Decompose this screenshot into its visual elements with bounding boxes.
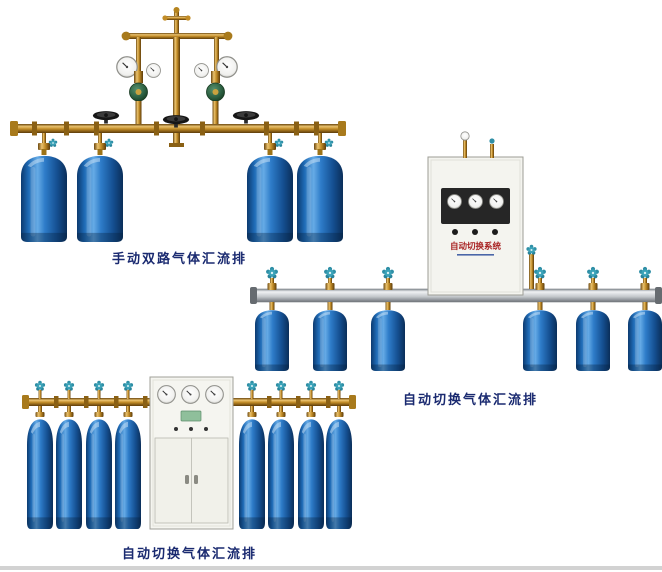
- pressure-gauge: [194, 63, 209, 78]
- gas-cylinder-body: [86, 419, 112, 529]
- panel-gauge: [489, 194, 504, 209]
- control-cabinet: 自动切换系统: [427, 156, 524, 296]
- manifold-center-pipe: [173, 37, 180, 126]
- bottom-divider: [0, 566, 662, 570]
- cylinder-station: [628, 266, 662, 371]
- panel-knob: [492, 229, 498, 235]
- cylinder-station: [86, 380, 112, 529]
- cylinder-station: [27, 380, 53, 529]
- gas-cylinder-body: [326, 419, 352, 529]
- manual-dual-manifold-illustration: [10, 7, 346, 242]
- gas-cylinder-body: [77, 155, 123, 242]
- cylinder-station: [56, 380, 82, 529]
- gas-cylinder-body: [56, 419, 82, 529]
- cylinder-valve-wheel: [93, 380, 105, 391]
- door-handle: [185, 475, 189, 484]
- inlet-valve-wheel: [526, 244, 537, 255]
- cylinder-station: [115, 380, 141, 529]
- cylinder-valve-wheel: [48, 138, 58, 147]
- cylinder-station: [371, 266, 405, 371]
- cylinder-valve-wheel: [587, 266, 599, 279]
- cylinder-valve-wheel: [639, 266, 651, 279]
- auto-switch-rail-illustration: 自动切换系统: [250, 131, 662, 371]
- manifold-top-bar: [121, 31, 233, 41]
- cabinet-top-valves: [460, 131, 495, 158]
- cylinder-valve-wheel: [305, 380, 317, 391]
- left-drop-pipe: [136, 37, 141, 71]
- cylinder-station: [576, 266, 610, 371]
- cabinet-display: [180, 410, 202, 422]
- caption-auto-switch-rail: 自动切换气体汇流排: [403, 393, 539, 408]
- cylinder-valve-wheel: [534, 266, 546, 279]
- cabinet-knob: [189, 427, 193, 431]
- gas-cylinder-body: [255, 310, 289, 371]
- cabinet-gauge: [205, 385, 224, 404]
- gas-cylinder: [77, 133, 123, 242]
- right-drop-pipe: [214, 37, 219, 71]
- manifold-top-inlet: [162, 7, 191, 36]
- gas-cylinder-body: [268, 419, 294, 529]
- cylinder-station: [268, 380, 294, 529]
- cabinet-gauge: [181, 385, 200, 404]
- panel-gauge: [468, 194, 483, 209]
- gas-cylinder: [247, 133, 293, 242]
- panel-knob: [472, 229, 478, 235]
- gas-cylinder-body: [21, 155, 67, 242]
- mini-gauge: [460, 131, 470, 141]
- gas-cylinder-body: [523, 310, 557, 371]
- cabinet-knob: [174, 427, 178, 431]
- panel-gauge: [447, 194, 462, 209]
- cabinet-gauge: [157, 385, 176, 404]
- gas-cylinder-body: [115, 419, 141, 529]
- gas-cylinder-body: [239, 419, 265, 529]
- cylinder-valve-wheel: [63, 380, 75, 391]
- gas-cylinder-body: [27, 419, 53, 529]
- inlet-pipe: [526, 244, 537, 289]
- gas-cylinder: [21, 133, 67, 242]
- valve-handwheel-black: [232, 111, 260, 124]
- manifold-outlet-stub: [169, 133, 184, 147]
- cylinder-valve-wheel: [275, 380, 287, 391]
- cylinder-valve-wheel: [34, 380, 46, 391]
- gas-cylinder: [297, 133, 343, 242]
- cabinet-sublabel-line: [457, 254, 494, 256]
- door-handle: [194, 475, 198, 484]
- pressure-gauge: [146, 63, 161, 78]
- gas-cylinder-body: [576, 310, 610, 371]
- gas-cylinder-body: [371, 310, 405, 371]
- cylinder-valve-wheel: [266, 266, 278, 279]
- cylinder-valve-wheel: [246, 380, 258, 391]
- cylinder-valve-wheel: [122, 380, 134, 391]
- gas-cylinder-body: [313, 310, 347, 371]
- caption-manual-dual-manifold: 手动双路气体汇流排: [112, 252, 248, 267]
- caption-auto-switch-cabinet: 自动切换气体汇流排: [122, 547, 258, 562]
- cylinder-station: [326, 380, 352, 529]
- cylinder-station: [523, 266, 557, 371]
- cylinder-valve-wheel: [333, 380, 345, 391]
- cylinder-station: [255, 266, 289, 371]
- cabinet-knob: [204, 427, 208, 431]
- gas-cylinder-body: [628, 310, 662, 371]
- control-cabinet: [149, 376, 234, 530]
- pressure-regulator-right: [194, 56, 238, 126]
- auto-switch-cabinet-illustration: [22, 376, 356, 530]
- cylinder-station: [239, 380, 265, 529]
- cylinder-valve-wheel: [324, 266, 336, 279]
- cylinder-valve-wheel: [104, 138, 114, 147]
- cylinder-station: [313, 266, 347, 371]
- cylinder-station: [298, 380, 324, 529]
- panel-knob: [452, 229, 458, 235]
- pressure-regulator-left: [116, 56, 161, 126]
- manifold-main-pipe: [10, 121, 346, 136]
- mini-valve-wheel: [489, 138, 495, 144]
- cylinder-valve-wheel: [382, 266, 394, 279]
- cabinet-label: 自动切换系统: [450, 241, 502, 252]
- gas-cylinder-body: [298, 419, 324, 529]
